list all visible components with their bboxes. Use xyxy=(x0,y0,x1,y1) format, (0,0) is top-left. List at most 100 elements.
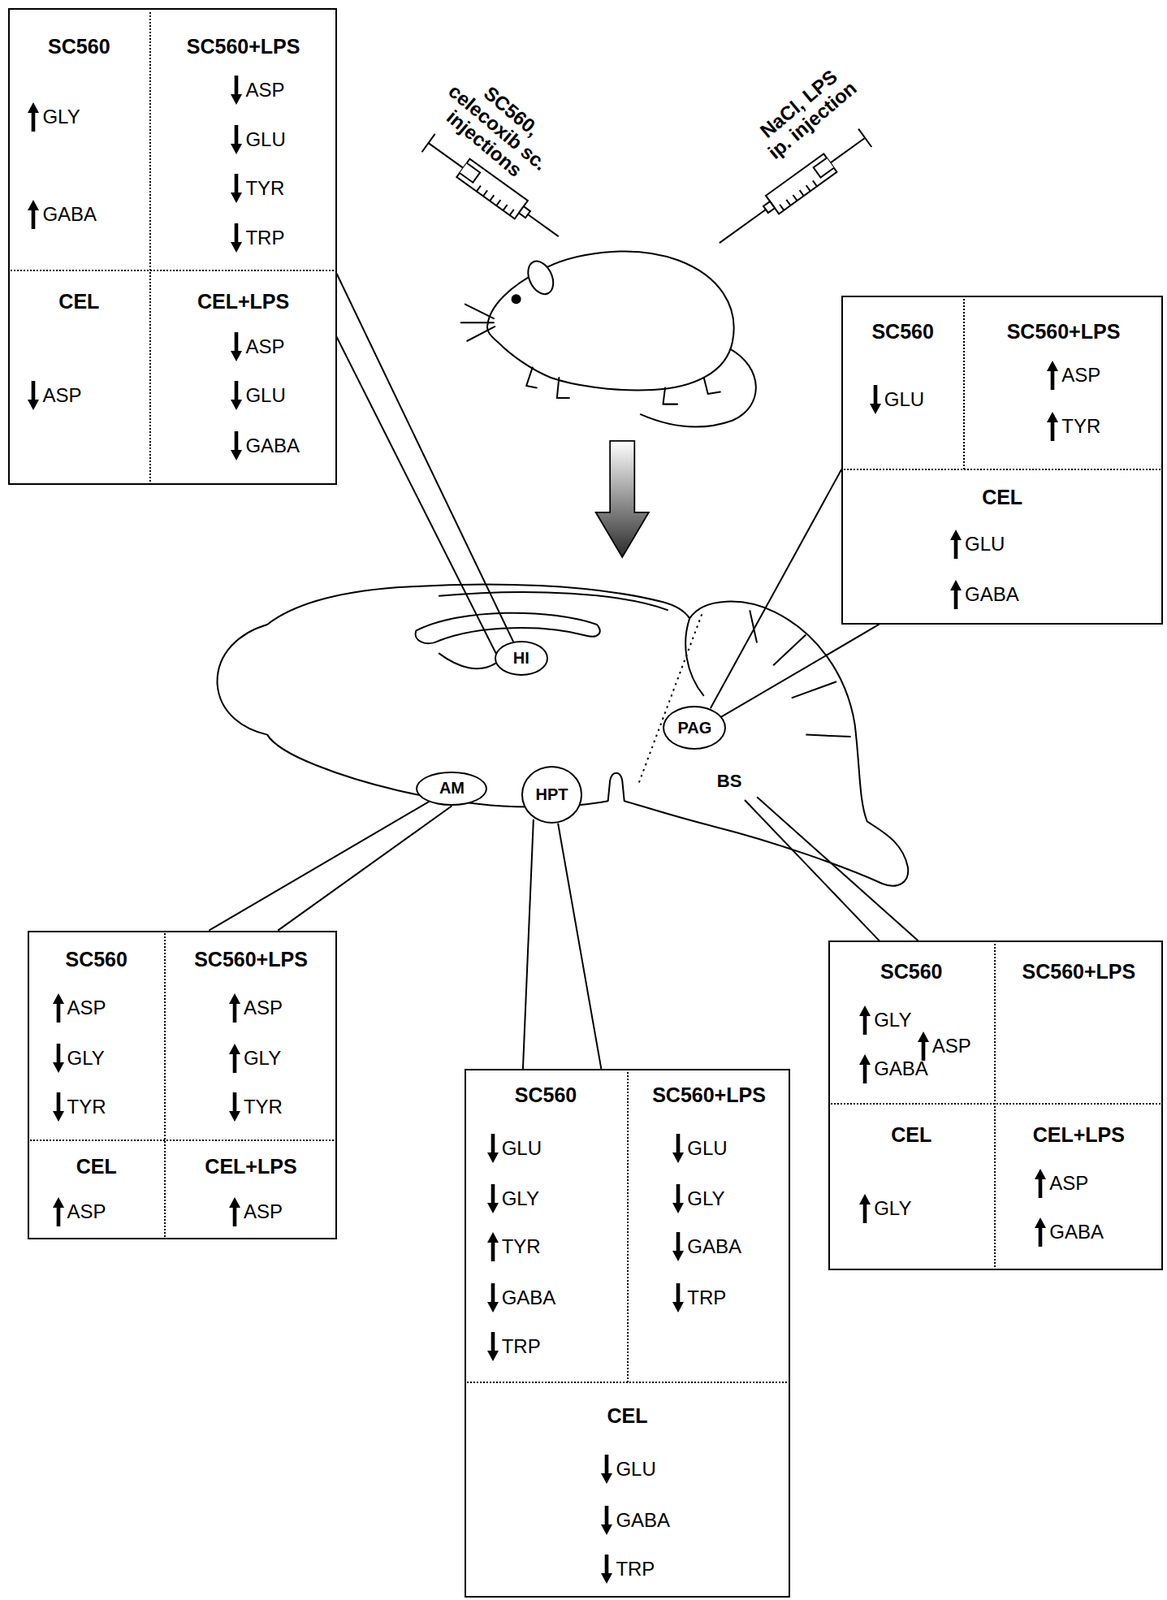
group-heading: CEL+LPS xyxy=(204,1154,297,1178)
down-arrow xyxy=(869,384,882,415)
change-row: GLU xyxy=(600,1454,656,1484)
arrow-shape xyxy=(917,1031,930,1061)
arrow-shape xyxy=(229,1043,241,1073)
dotted-divider xyxy=(841,468,1163,471)
change-row: GABA xyxy=(859,1054,929,1084)
leader-line xyxy=(337,273,515,657)
amino-acid: TRP xyxy=(687,1286,727,1310)
down-arrow xyxy=(230,380,243,411)
amino-acid: ASP xyxy=(243,1200,283,1224)
arrow-shape xyxy=(230,332,243,362)
amino-acid: GLY xyxy=(42,105,80,129)
mouse-ear xyxy=(522,257,558,299)
amino-acid: GABA xyxy=(964,583,1020,606)
up-arrow xyxy=(859,1054,871,1084)
amino-acid: ASP xyxy=(67,996,107,1020)
dotted-divider xyxy=(164,930,166,1241)
amino-acid: GLU xyxy=(964,532,1005,556)
down-arrow xyxy=(52,1092,65,1122)
amino-acid: GLY xyxy=(501,1187,540,1211)
change-row: GLY xyxy=(859,1193,912,1224)
amino-acid: GLU xyxy=(245,384,286,407)
region-name: HPT xyxy=(535,785,569,804)
brain-region: PAG xyxy=(662,705,727,750)
result-panel: SC560ASPGLYTYRSC560+LPSASPGLYTYRCELASPCE… xyxy=(27,930,338,1241)
up-arrow xyxy=(1046,360,1059,390)
arrow-shape xyxy=(672,1231,684,1262)
arrow-shape xyxy=(229,1197,241,1227)
change-row: GLY xyxy=(487,1184,540,1214)
arrow-shape xyxy=(230,125,243,155)
arrow-shape xyxy=(52,1197,65,1227)
amino-acid: GLY xyxy=(67,1046,105,1070)
amino-acid: ASP xyxy=(245,78,285,102)
brain-region: AM xyxy=(415,771,488,807)
dotted-divider xyxy=(464,1381,791,1384)
arrow-shape xyxy=(600,1505,613,1535)
arrow-shape xyxy=(1046,360,1059,390)
dotted-divider xyxy=(626,1068,629,1383)
arrow-shape xyxy=(487,1331,499,1362)
group-heading: SC560 xyxy=(64,946,127,971)
up-arrow xyxy=(1034,1217,1046,1247)
arrow-shape xyxy=(487,1184,499,1214)
arrow-shape xyxy=(27,102,39,132)
change-row: TRP xyxy=(672,1283,727,1313)
down-arrow xyxy=(600,1505,613,1535)
change-row: ASP xyxy=(27,380,82,411)
arrow-shape xyxy=(859,1193,871,1224)
group-heading: CEL xyxy=(890,1122,932,1146)
hippocampus-lower xyxy=(438,652,496,669)
group-heading: CEL xyxy=(981,484,1023,509)
change-row: ASP xyxy=(917,1031,972,1061)
change-row: GABA xyxy=(600,1505,670,1535)
group-heading: SC560+LPS xyxy=(194,946,308,971)
change-row: GABA xyxy=(672,1231,742,1262)
change-row: TRP xyxy=(487,1331,541,1362)
change-row: ASP xyxy=(52,1197,107,1227)
group-heading: CEL xyxy=(76,1154,117,1178)
change-row: ASP xyxy=(1034,1168,1089,1198)
arrow-shape xyxy=(52,1092,65,1122)
arrow-shape xyxy=(487,1231,499,1262)
change-row: ASP xyxy=(229,993,283,1023)
up-arrow xyxy=(917,1031,930,1061)
arrow-shape xyxy=(229,1092,241,1122)
amino-acid: ASP xyxy=(243,996,283,1020)
result-panel: SC560GLYGABASC560+LPSASPCELGLYCEL+LPSASP… xyxy=(828,940,1163,1271)
change-row: TYR xyxy=(229,1092,283,1122)
amino-acid: GLU xyxy=(245,128,286,152)
region-name: HI xyxy=(513,648,530,668)
arrow-shape xyxy=(1046,411,1059,441)
group-heading: SC560+LPS xyxy=(1021,959,1136,983)
change-row: TYR xyxy=(487,1231,541,1262)
gradient-arrow xyxy=(596,440,649,558)
amino-acid: GABA xyxy=(1049,1220,1104,1244)
down-arrow xyxy=(487,1133,499,1163)
amino-acid: TRP xyxy=(245,226,285,250)
up-arrow xyxy=(859,1005,871,1035)
mouse-body xyxy=(487,250,735,390)
down-arrow xyxy=(487,1283,499,1313)
injection-label: NaCl, LPS ip. injection xyxy=(750,60,863,165)
change-row: GLY xyxy=(859,1005,912,1035)
change-row: GLU xyxy=(869,384,925,415)
arrow-shape xyxy=(229,993,241,1023)
result-panel: SC560GLUGLYTYRGABATRPSC560+LPSGLUGLYGABA… xyxy=(464,1068,791,1598)
region-name: AM xyxy=(439,778,465,798)
down-arrow xyxy=(230,173,243,204)
arrow-shape xyxy=(859,1054,871,1084)
arrow-shape xyxy=(487,1133,499,1163)
group-heading: CEL xyxy=(58,289,100,313)
mouse-eye xyxy=(512,294,521,303)
change-row: GLU xyxy=(950,529,1005,559)
amino-acid: GABA xyxy=(615,1508,670,1532)
arrow-shape xyxy=(27,380,39,411)
arrow-shape xyxy=(672,1283,684,1313)
down-arrow xyxy=(600,1554,613,1584)
arrow-shape xyxy=(52,1043,65,1073)
amino-acid: GLU xyxy=(501,1136,542,1160)
change-row: GABA xyxy=(487,1283,557,1313)
change-row: ASP xyxy=(229,1197,283,1227)
brain-region: HI xyxy=(494,640,548,676)
